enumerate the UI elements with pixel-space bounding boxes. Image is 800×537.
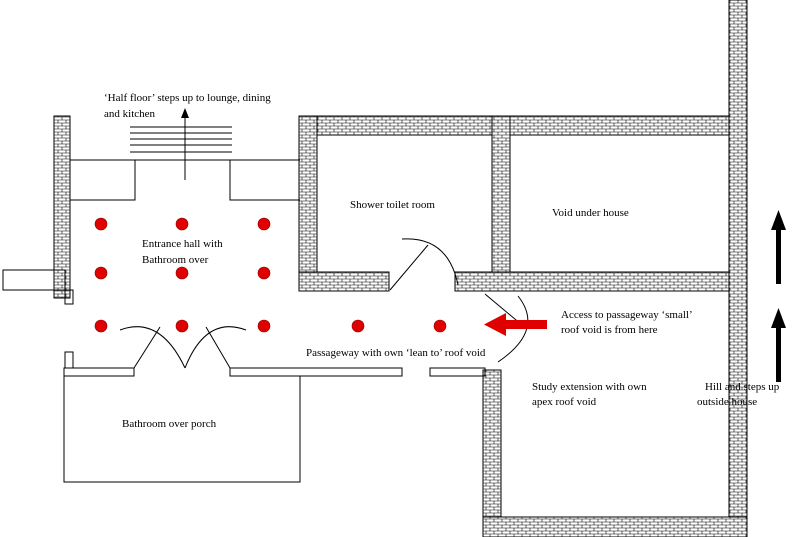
- markers: [94, 217, 447, 333]
- wall-entrance-left: [53, 115, 71, 299]
- wall-shower-bottom: [298, 271, 390, 292]
- marker-dot: [94, 319, 108, 333]
- label-hill-1: Hill and steps up: [705, 381, 780, 393]
- label-half-floor-2: and kitchen: [104, 108, 156, 120]
- label-entrance-1: Entrance hall with: [142, 238, 223, 250]
- label-study-2: apex roof void: [532, 396, 597, 408]
- wall-shower-left: [298, 115, 318, 292]
- doors: [119, 238, 529, 369]
- marker-dot: [94, 266, 108, 280]
- labels: ‘Half floor’ steps up to lounge, dining …: [104, 92, 780, 430]
- label-access-1: Access to passageway ‘small’: [561, 309, 693, 321]
- marker-dot: [257, 319, 271, 333]
- marker-dot: [257, 266, 271, 280]
- label-void-under-house: Void under house: [552, 207, 629, 219]
- up-arrow-icon: [771, 308, 786, 382]
- up-arrow-icon: [181, 108, 189, 180]
- label-passageway: Passageway with own ‘lean to’ roof void: [306, 347, 486, 359]
- wall-right: [728, 0, 748, 537]
- marker-dot: [175, 319, 189, 333]
- up-arrow-icon: [771, 210, 786, 284]
- marker-dot: [175, 266, 189, 280]
- label-entrance-2: Bathroom over: [142, 254, 209, 266]
- internal-walls: [2, 126, 486, 483]
- wall-study-bottom: [482, 516, 748, 537]
- label-shower-room: Shower toilet room: [350, 199, 435, 211]
- marker-dot: [175, 217, 189, 231]
- marker-dot: [351, 319, 365, 333]
- label-half-floor-1: ‘Half floor’ steps up to lounge, dining: [104, 92, 271, 104]
- marker-dot: [433, 319, 447, 333]
- wall-study-left: [482, 369, 502, 537]
- wall-void-bottom: [454, 271, 748, 292]
- red-left-arrow-icon: [484, 313, 547, 336]
- label-study-1: Study extension with own: [532, 381, 647, 393]
- label-hill-2: outside house: [697, 396, 757, 408]
- wall-divider: [491, 115, 511, 292]
- label-bathroom-porch: Bathroom over porch: [122, 418, 217, 430]
- marker-dot: [94, 217, 108, 231]
- wall-top: [298, 115, 748, 136]
- label-access-2: roof void is from here: [561, 324, 658, 336]
- brick-walls: [53, 0, 748, 537]
- marker-dot: [257, 217, 271, 231]
